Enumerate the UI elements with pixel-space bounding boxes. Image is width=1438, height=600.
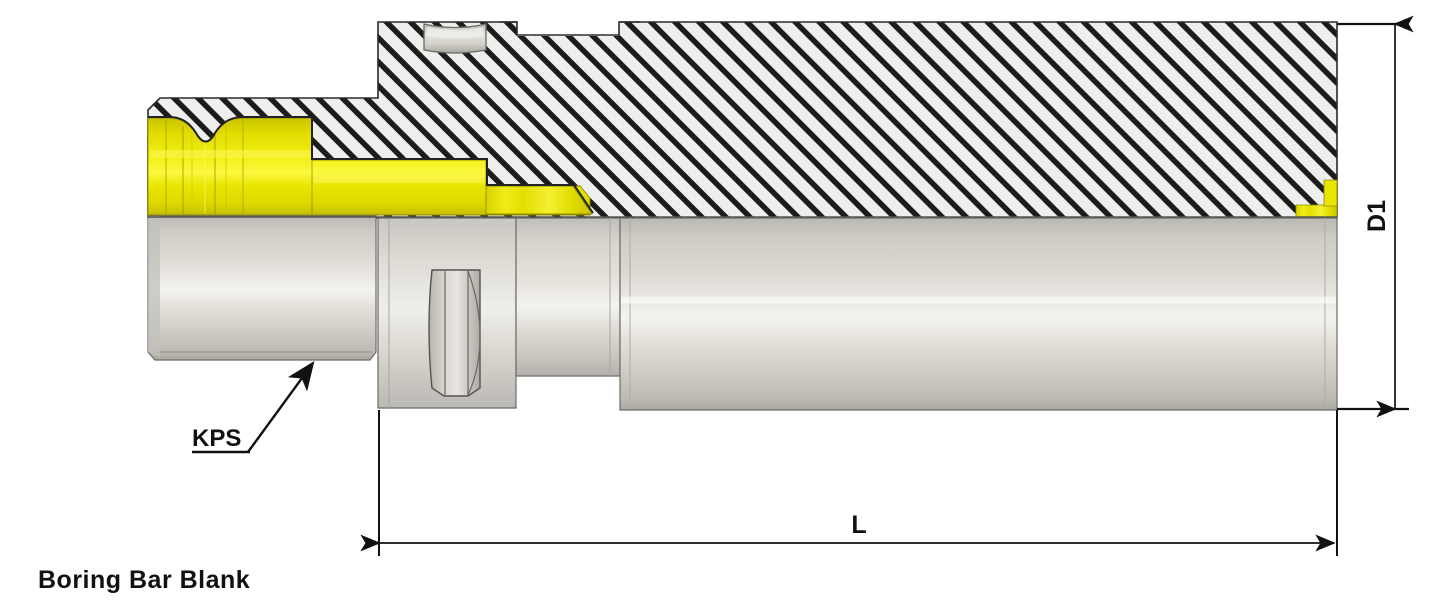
kps-leader: KPS	[192, 361, 315, 454]
top-step-cutout	[517, 20, 619, 36]
section-inner-boundary	[148, 116, 594, 214]
kps-taper-shank-left-face	[148, 216, 160, 357]
kps-label: KPS	[192, 425, 241, 452]
dimension-d1: D1	[1337, 15, 1414, 418]
flange-drive-slot-curve	[467, 270, 481, 396]
kps-coupling-striations	[165, 118, 313, 214]
flange-top-pocket-highlight	[427, 27, 483, 39]
d1-label: D1	[1363, 200, 1391, 232]
bore-end-detail-riser	[1323, 179, 1338, 207]
kps-gloss-2	[314, 174, 484, 183]
solid-lower-half	[147, 215, 1338, 411]
kps-leader-line	[247, 361, 315, 453]
kps-gloss-1	[150, 150, 310, 158]
top-step-outline	[500, 21, 640, 36]
neck-section	[515, 217, 621, 377]
kps-taper-shank	[147, 215, 377, 361]
bore-end-detail	[1295, 204, 1338, 219]
kps-coupling-yellow	[147, 116, 1338, 219]
l-label: L	[851, 511, 866, 539]
flange-drive-slot	[428, 269, 481, 397]
dimension-l: L	[360, 410, 1338, 556]
boring-bar-body	[619, 217, 1338, 411]
drawing-caption: Boring Bar Blank	[38, 566, 250, 594]
flange-drive-slot-inner	[444, 271, 469, 395]
kps-taper-step	[485, 185, 593, 215]
